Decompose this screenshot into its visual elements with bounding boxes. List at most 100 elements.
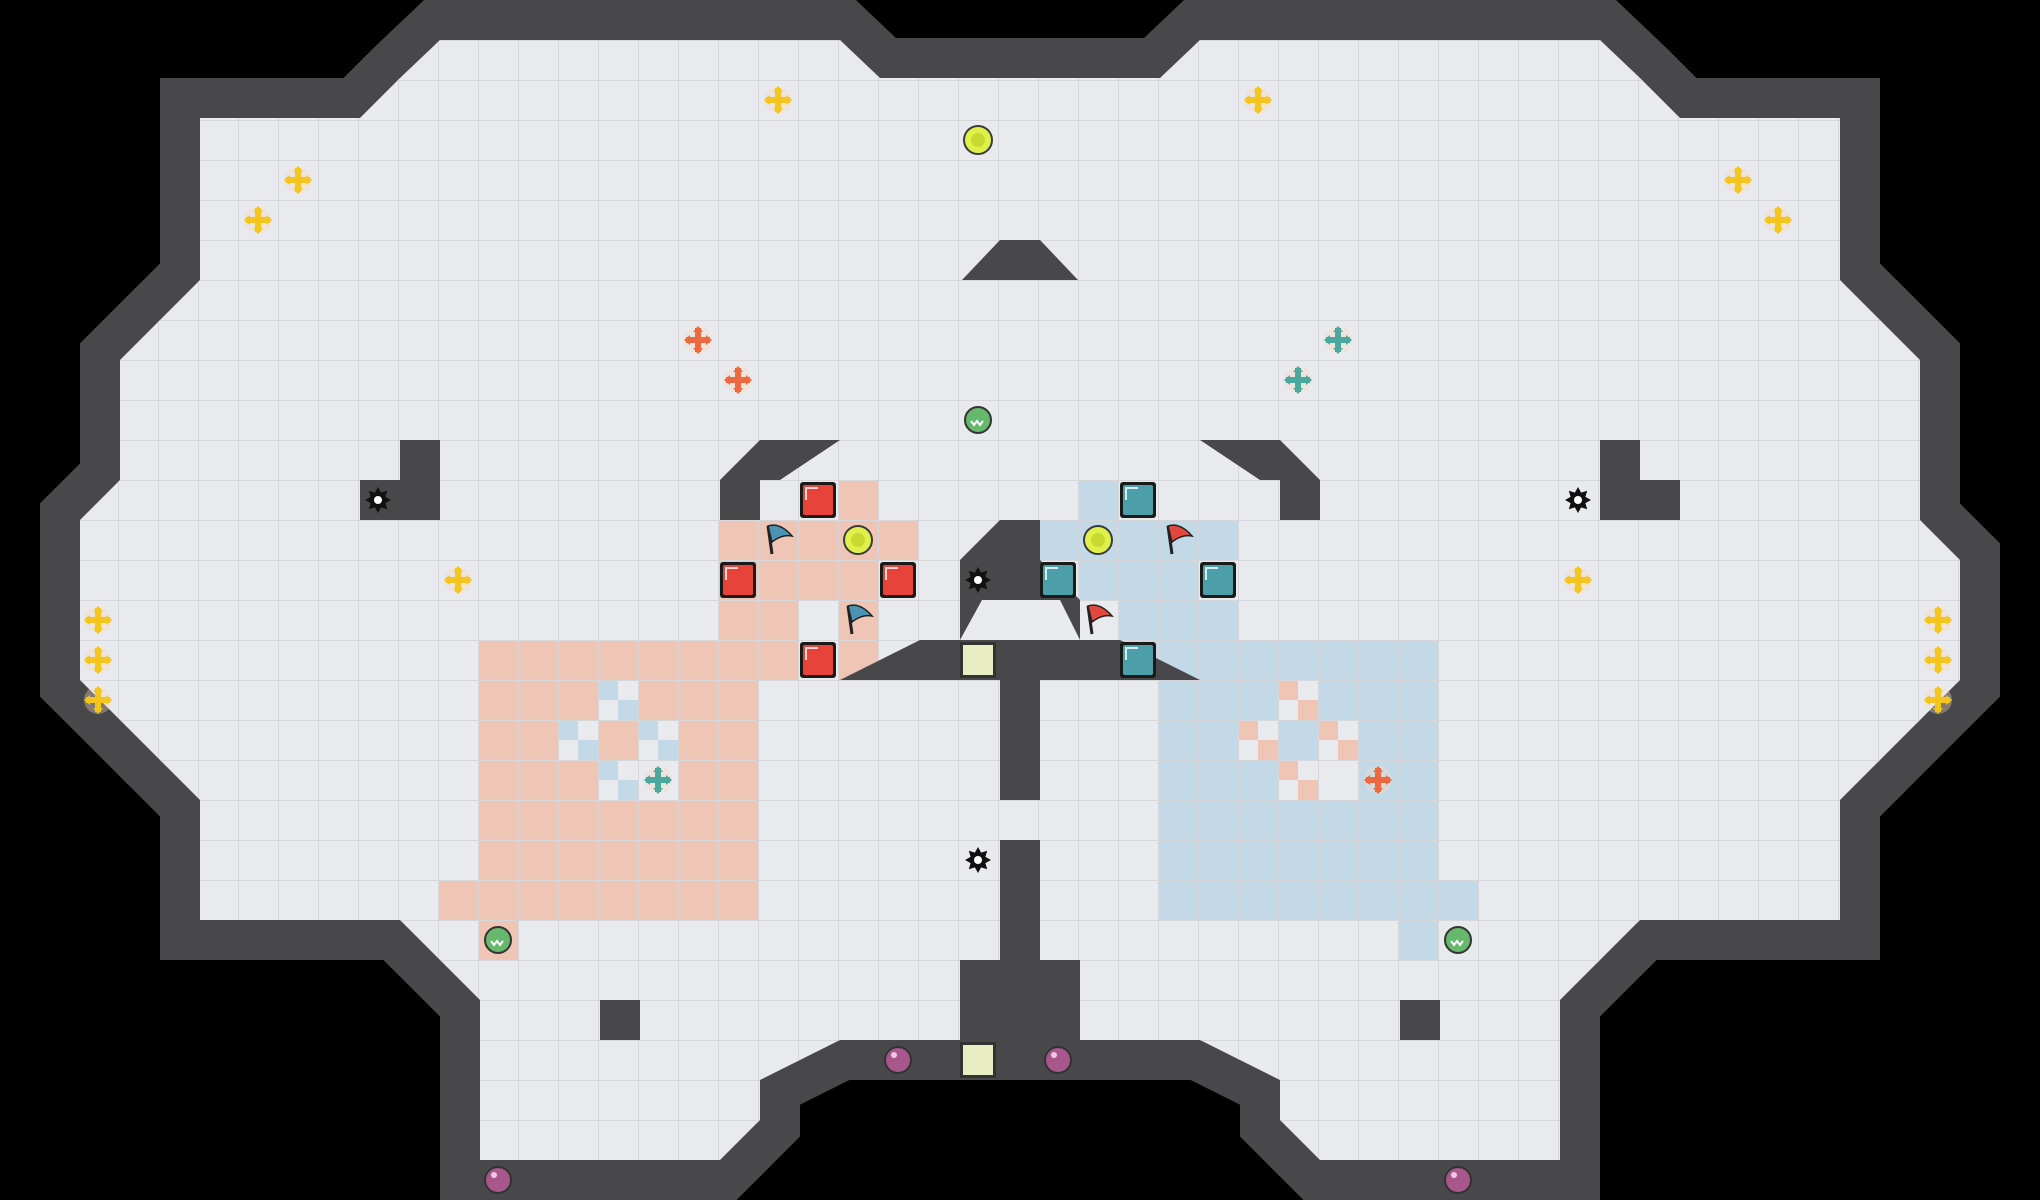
neutral-boost-arrow — [1746, 175, 1752, 185]
neutral-boost — [764, 86, 792, 114]
red-team-tile — [518, 840, 558, 880]
checker-cell — [558, 720, 578, 740]
yellow-block-face — [963, 1045, 993, 1075]
red-gate-block-shine — [805, 487, 818, 500]
neutral-boost-bar-h — [246, 217, 270, 223]
red-team-tile — [478, 760, 518, 800]
checker-cell — [1278, 760, 1298, 780]
neutral-boost-arrow — [84, 695, 90, 705]
red-team-tile — [638, 880, 678, 920]
red-team-tile — [678, 640, 718, 680]
neutral-boost-arrow — [93, 606, 103, 612]
blue-team-tile — [1358, 840, 1398, 880]
checker-cell — [598, 680, 618, 700]
red-gate-block — [880, 562, 916, 598]
neutral-boost — [1724, 166, 1752, 194]
neutral-boost-arrow — [293, 188, 303, 194]
spike-center — [974, 856, 982, 864]
neutral-boost-arrow — [1933, 668, 1943, 674]
red-gate-block — [800, 642, 836, 678]
neutral-boost-arrow — [1946, 655, 1952, 665]
blue-gate-block-face — [1203, 565, 1233, 595]
neutral-boost-arrow — [1946, 615, 1952, 625]
neutral-boost-arrow — [1933, 646, 1943, 652]
red-boost-arrow — [693, 326, 703, 332]
blue-team-tile — [1158, 720, 1198, 760]
right-square-wall — [1400, 1000, 1440, 1040]
blue-gate-block — [1040, 562, 1076, 598]
red-checker-pattern — [1238, 680, 1358, 800]
blue-gate-block-face — [1043, 565, 1073, 595]
blue-gate-block — [1200, 562, 1236, 598]
blue-team-tile — [1158, 560, 1198, 600]
rolling-bomb — [1444, 1166, 1472, 1194]
red-team-tile — [518, 880, 558, 920]
blue-boost-arrow — [1324, 335, 1330, 345]
blue-team-tile — [1198, 520, 1238, 560]
neutral-boost — [1924, 606, 1952, 634]
blue-team-tile — [1358, 880, 1398, 920]
blue-team-tile — [1158, 840, 1198, 880]
jukejuice-body — [484, 926, 512, 954]
red-boost-bar-h — [726, 377, 750, 383]
blue-team-tile — [1278, 640, 1318, 680]
neutral-boost-bar-h — [1766, 217, 1790, 223]
checker-cell — [638, 720, 658, 740]
rolling-bomb-highlight — [1451, 1172, 1457, 1178]
center-pillar-lower — [960, 840, 1080, 1040]
flag-cloth — [1167, 524, 1194, 544]
red-boost — [684, 326, 712, 354]
red-team-tile — [718, 760, 758, 800]
blue-boost-arrow — [653, 788, 663, 794]
blue-team-tile — [1318, 800, 1358, 840]
rolling-bomb — [1044, 1046, 1072, 1074]
neutral-boost-arrow — [1764, 215, 1770, 225]
rolling-bomb-body — [484, 1166, 512, 1194]
checker-cell — [658, 740, 678, 760]
red-team-tile — [598, 800, 638, 840]
checker-cell — [1238, 720, 1258, 740]
blue-team-tile — [1318, 880, 1358, 920]
red-team-tile — [718, 520, 758, 560]
neutral-boost-arrow — [1733, 166, 1743, 172]
blue-gate-block-face — [1123, 485, 1153, 515]
red-boost-arrow — [693, 348, 703, 354]
blue-boost — [1324, 326, 1352, 354]
red-boost-arrow — [733, 388, 743, 394]
red-team-tile — [678, 800, 718, 840]
red-boost-bar-h — [686, 337, 710, 343]
blue-gate-block-shine — [1045, 567, 1058, 580]
red-team-tile — [718, 600, 758, 640]
blue-team-tile — [1198, 720, 1238, 760]
neutral-boost-arrow — [1933, 628, 1943, 634]
neutral-boost — [1924, 646, 1952, 674]
red-team-tile — [678, 720, 718, 760]
red-team-tile — [518, 760, 558, 800]
red-team-tile — [598, 720, 638, 760]
red-team-tile — [478, 680, 518, 720]
red-team-tile — [518, 720, 558, 760]
red-team-tile — [438, 880, 478, 920]
center-triangle-gap — [960, 600, 1080, 640]
blue-team-tile — [1278, 880, 1318, 920]
blue-team-tile — [1318, 680, 1358, 720]
speed-pad — [843, 525, 873, 555]
rolling-bomb-body — [884, 1046, 912, 1074]
jukejuice-powerup — [484, 926, 512, 954]
flag-cloth — [767, 524, 794, 544]
jukejuice-powerup — [1444, 926, 1472, 954]
neutral-boost-arrow — [773, 86, 783, 92]
blue-boost-bar-h — [646, 777, 670, 783]
red-team-tile — [718, 680, 758, 720]
neutral-boost-arrow — [106, 695, 112, 705]
red-team-tile — [878, 520, 918, 560]
blue-team-tile — [1198, 600, 1238, 640]
neutral-boost-arrow — [284, 175, 290, 185]
blue-boost-arrow — [644, 775, 650, 785]
neutral-boost-arrow — [1724, 175, 1730, 185]
red-team-tile — [558, 840, 598, 880]
neutral-boost-arrow — [1253, 86, 1263, 92]
red-team-tile — [478, 880, 518, 920]
red-team-tile — [798, 560, 838, 600]
red-team-tile — [758, 600, 798, 640]
